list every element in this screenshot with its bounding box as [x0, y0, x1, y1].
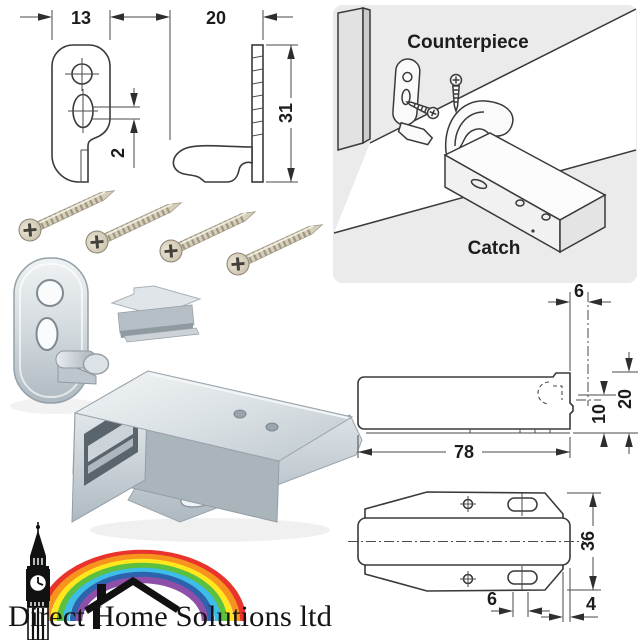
dim-catch-width: 36: [578, 531, 598, 551]
dim-pin-offset: 6: [574, 281, 584, 301]
counterpiece-sketch: [392, 58, 434, 146]
company-name: Direct Home Solutions ltd: [8, 600, 332, 633]
catch-sketch: [443, 100, 607, 254]
catch-body-photo: [71, 370, 363, 523]
dim-side-height: 31: [276, 103, 296, 123]
screw-photo: [226, 224, 324, 276]
dim-side-depth: 20: [206, 8, 226, 28]
counterpiece-side-drawing: 20 31: [140, 8, 298, 183]
dim-front-width: 13: [71, 8, 91, 28]
mounting-screws: [18, 190, 324, 276]
dim-pin-height: 10: [589, 404, 609, 424]
dim-catch-height: 20: [615, 389, 635, 409]
screw-photo: [159, 211, 257, 263]
screw-sketch-right: [449, 73, 463, 114]
catch-top-drawing: 36 6 4: [348, 491, 601, 622]
screw-photo: [85, 202, 183, 254]
counterpiece-front-drawing: 13 2: [20, 8, 142, 183]
screw-photo: [18, 190, 116, 242]
big-ben-icon: [26, 522, 50, 640]
house-icon: [84, 576, 180, 629]
spring-clip-photo: [110, 285, 202, 343]
dim-slot-width: 6: [487, 589, 497, 609]
counterpiece-photo: [13, 257, 110, 404]
catch-label: Catch: [468, 238, 521, 259]
cabinet-panel: [337, 7, 364, 151]
dim-front-offset: 2: [108, 148, 128, 158]
screw-sketch-left: [405, 101, 440, 120]
hardware-photo: [10, 190, 363, 542]
hidden-latch-arc: [537, 381, 550, 405]
mounting-illustration: Counterpiece Catch: [333, 5, 637, 283]
counterpiece-label: Counterpiece: [407, 32, 528, 53]
section-hatch-marks: [251, 55, 264, 137]
dim-edge-offset: 4: [586, 594, 596, 614]
company-logo: Direct Home Solutions ltd: [8, 522, 332, 640]
catch-side-drawing: 6 20 10 78: [357, 281, 638, 462]
dim-catch-length: 78: [454, 442, 474, 462]
rainbow-icon: [37, 549, 247, 622]
